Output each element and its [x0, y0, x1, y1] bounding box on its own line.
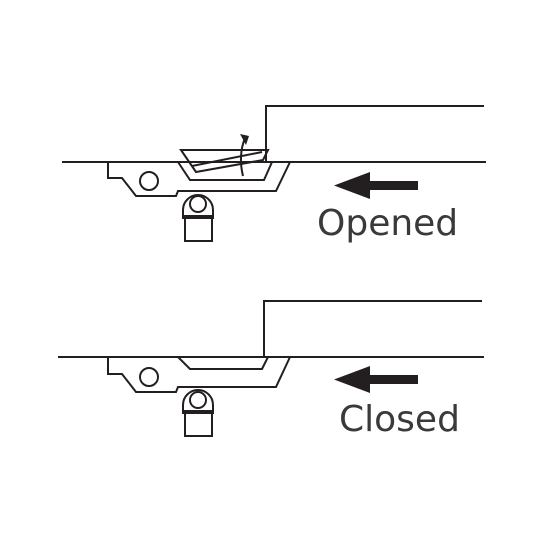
opened-door-panel — [265, 105, 484, 162]
closed-label: Closed — [339, 399, 460, 440]
opened-latch-tongue — [179, 149, 270, 174]
closed-mounting-hole — [139, 367, 159, 387]
opened-tongue-edge — [191, 151, 263, 167]
rotation-arrow-icon — [239, 134, 249, 177]
opened-roller-wheel — [182, 194, 214, 219]
closed-left-arrow-icon — [334, 366, 418, 393]
opened-mounting-hole — [139, 171, 159, 191]
opened-latch-slot — [177, 161, 273, 181]
closed-latch-slot — [177, 356, 269, 370]
closed-state-drawing — [58, 300, 484, 437]
opened-latch-housing — [107, 161, 291, 197]
opened-roller-bracket — [184, 215, 213, 242]
opened-label: Opened — [317, 203, 459, 244]
closed-roller-bracket — [184, 410, 213, 437]
closed-roller-wheel — [182, 389, 214, 414]
closed-latch-housing — [107, 356, 291, 393]
opened-state-drawing — [62, 105, 486, 242]
closed-roller-hub — [189, 391, 207, 409]
opened-roller-hub — [189, 195, 207, 213]
opened-left-arrow-icon — [334, 172, 418, 199]
closed-door-panel — [263, 300, 482, 357]
